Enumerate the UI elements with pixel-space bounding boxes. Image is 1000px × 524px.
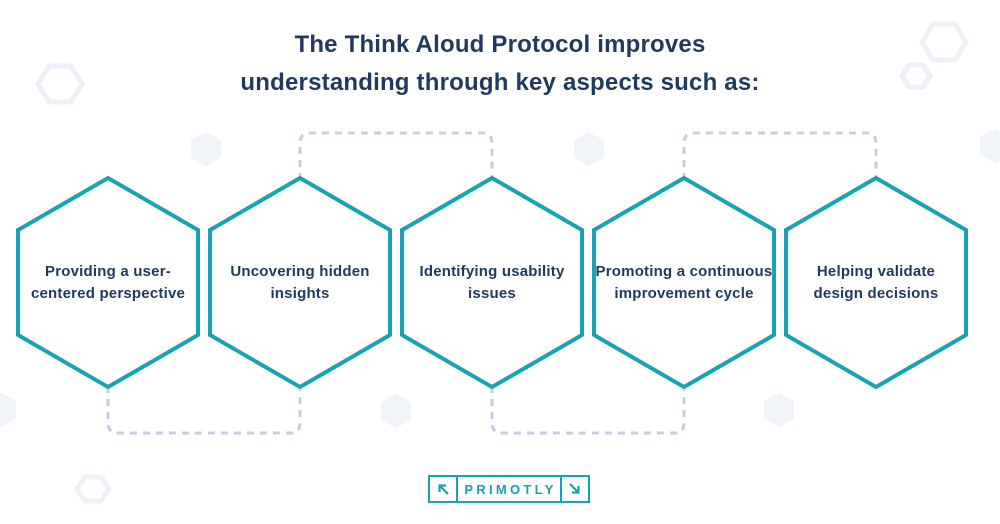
hexagon-shape bbox=[16, 176, 200, 389]
hexagon-label: Uncovering hidden insights bbox=[230, 262, 370, 302]
decor-hexagon-outline bbox=[899, 62, 933, 90]
arrow-up-left-icon bbox=[430, 477, 458, 501]
decor-hexagon-filled bbox=[381, 394, 411, 428]
connector-top-1 bbox=[298, 131, 494, 180]
decor-hexagon-outline bbox=[35, 63, 85, 105]
hexagon-shape bbox=[592, 176, 776, 389]
arrow-down-right-icon bbox=[560, 477, 588, 501]
decor-hexagon-filled bbox=[191, 132, 221, 166]
hexagon-item-5: Helping validate design decisions bbox=[784, 176, 968, 389]
decor-hexagon-filled bbox=[980, 129, 1000, 163]
decor-hexagon-filled bbox=[0, 393, 16, 427]
connector-bottom-2 bbox=[490, 386, 686, 435]
hexagon-item-2: Uncovering hidden insights bbox=[208, 176, 392, 389]
hexagon-label: Helping validate design decisions bbox=[813, 262, 939, 302]
hexagon-shape bbox=[208, 176, 392, 389]
hexagon-item-4: Promoting a continuous improvement cycle bbox=[592, 176, 776, 389]
logo-text: PRIMOTLY bbox=[464, 482, 557, 497]
hexagon-item-1: Providing a user- centered perspective bbox=[16, 176, 200, 389]
connector-bottom-1 bbox=[106, 386, 302, 435]
page-title: The Think Aloud Protocol improves unders… bbox=[240, 31, 760, 96]
hexagon-shape bbox=[400, 176, 584, 389]
connector-top-2 bbox=[682, 131, 878, 180]
hexagon-label: Identifying usability issues bbox=[419, 262, 565, 302]
hexagon-label: Providing a user- centered perspective bbox=[30, 262, 186, 302]
hexagon-item-3: Identifying usability issues bbox=[400, 176, 584, 389]
decor-hexagon-outline bbox=[919, 21, 969, 63]
decor-hexagon-filled bbox=[764, 393, 794, 427]
decor-hexagon-outline bbox=[74, 474, 112, 504]
decor-hexagon-filled bbox=[574, 132, 604, 166]
hexagon-label: Promoting a continuous improvement cycle bbox=[595, 262, 773, 302]
primotly-logo: PRIMOTLY bbox=[428, 475, 590, 503]
hexagon-shape bbox=[784, 176, 968, 389]
